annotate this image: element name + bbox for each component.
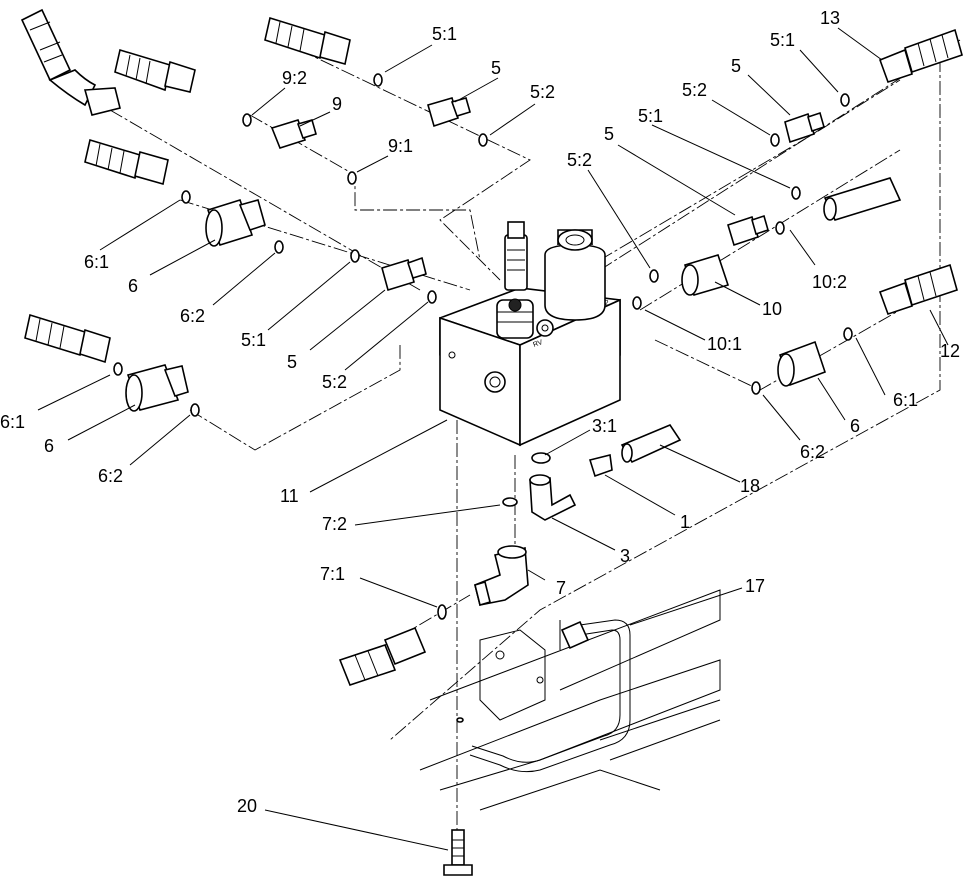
tube-stub xyxy=(823,177,902,221)
hose-end-b xyxy=(264,16,351,66)
hose-end-12 xyxy=(878,263,958,316)
label-17: 17 xyxy=(745,576,765,596)
label-6-2-lower: 6:2 xyxy=(98,466,123,486)
label-1: 1 xyxy=(680,512,690,532)
fitting-6-a xyxy=(205,199,266,247)
label-7-2: 7:2 xyxy=(322,514,347,534)
label-5-right: 5 xyxy=(604,124,614,144)
hose-end-topleft-angled xyxy=(20,8,121,116)
tube-17 xyxy=(469,619,631,773)
check-valve-1 xyxy=(588,454,613,478)
label-11: 11 xyxy=(280,486,299,506)
label-5-2-top-center: 5:2 xyxy=(530,82,555,102)
label-10-1: 10:1 xyxy=(707,334,742,354)
bolt-20 xyxy=(443,829,473,876)
elbow-3 xyxy=(529,474,577,521)
label-5-2-left: 5:2 xyxy=(322,372,347,392)
hose-end-13 xyxy=(878,28,963,84)
label-6-1-lower: 6:1 xyxy=(0,412,25,432)
label-6-lower: 6 xyxy=(44,436,54,456)
label-6-1-right: 6:1 xyxy=(893,390,918,410)
label-18: 18 xyxy=(740,476,760,496)
label-5-1-top: 5:1 xyxy=(770,30,795,50)
label-5-left: 5 xyxy=(287,352,297,372)
solenoid-valve xyxy=(544,229,606,321)
leader-lines xyxy=(37,27,949,851)
label-6-1-upper: 6:1 xyxy=(84,252,109,272)
fitting-5-top xyxy=(427,97,471,128)
label-6-2-upper: 6:2 xyxy=(180,306,205,326)
hose-end-a xyxy=(114,48,196,93)
svg-text:RV: RV xyxy=(532,339,544,349)
label-20: 20 xyxy=(237,796,257,816)
label-5-1-left: 5:1 xyxy=(241,330,266,350)
label-6-upper: 6 xyxy=(128,276,138,296)
label-9: 9 xyxy=(332,94,342,114)
label-3-1: 3:1 xyxy=(592,416,617,436)
label-7: 7 xyxy=(556,578,566,598)
label-13: 13 xyxy=(820,8,840,28)
label-10: 10 xyxy=(762,299,782,319)
frame-rail xyxy=(419,589,721,811)
fitting-10 xyxy=(681,254,730,296)
label-7-1: 7:1 xyxy=(320,564,345,584)
label-5-top-center: 5 xyxy=(491,58,501,78)
center-lines xyxy=(109,35,961,860)
label-6-2-right: 6:2 xyxy=(800,442,825,462)
hose-end-c xyxy=(84,138,169,186)
fitting-5-right xyxy=(784,111,825,144)
label-3: 3 xyxy=(620,546,630,566)
hose-18 xyxy=(620,424,682,464)
elbow-7 xyxy=(474,545,529,607)
fitting-9 xyxy=(270,119,317,149)
callout-labels: 13 5:1 5 5:2 5:1 5 5:2 9:2 9 9:1 5:1 5 5… xyxy=(0,8,960,816)
hose-end-d xyxy=(24,313,111,364)
fitting-5-right2 xyxy=(727,214,769,247)
hose-end-bottom xyxy=(338,626,427,686)
label-12: 12 xyxy=(940,341,960,361)
label-10-2: 10:2 xyxy=(812,272,847,292)
label-5-1-top-center: 5:1 xyxy=(432,24,457,44)
label-9-2: 9:2 xyxy=(282,68,307,88)
fitting-6-b xyxy=(125,364,189,412)
fitting-6-c xyxy=(777,340,827,387)
relief-valve xyxy=(496,221,534,339)
label-5-top-right: 5 xyxy=(731,56,741,76)
o-rings xyxy=(113,73,853,723)
label-6-right: 6 xyxy=(850,416,860,436)
fitting-5-left xyxy=(381,256,427,292)
label-5-2-mid: 5:2 xyxy=(567,150,592,170)
label-5-1-right: 5:1 xyxy=(638,106,663,126)
label-9-1: 9:1 xyxy=(388,136,413,156)
label-5-2-top-right: 5:2 xyxy=(682,80,707,100)
